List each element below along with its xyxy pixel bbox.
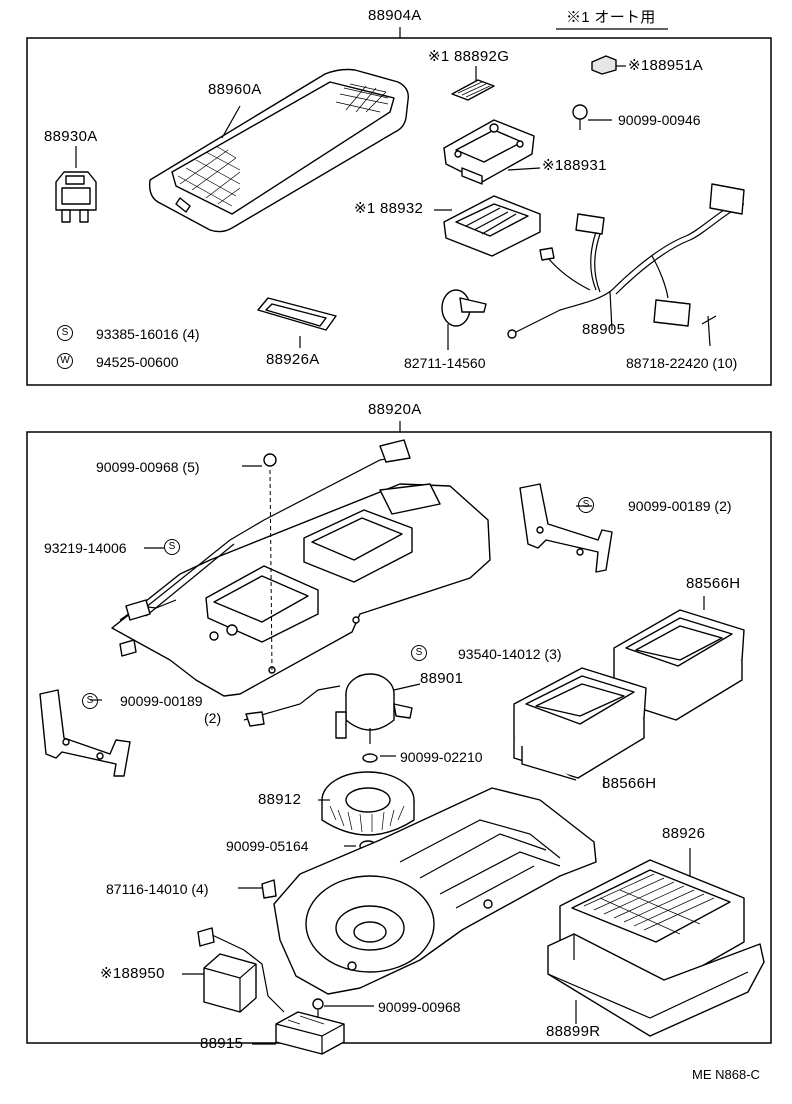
bracket-88931 — [444, 120, 540, 184]
housing-88920A — [112, 440, 490, 696]
switch-88930A — [56, 146, 96, 222]
figure-code: ME N868-C — [692, 1067, 760, 1082]
part-label-88905: 88905 — [582, 321, 626, 338]
part-label-88718-22420: 88718-22420 (10) — [626, 355, 738, 371]
assembly-label-88920A: 88920A — [368, 401, 422, 418]
part-label-88932: ※1 88932 — [354, 200, 424, 217]
part-label-90099-00189-left: 90099-00189 — [120, 693, 203, 709]
part-label-82711-14560: 82711-14560 — [404, 355, 486, 371]
grille-88932 — [434, 196, 540, 256]
screw-90099-00946 — [573, 105, 612, 130]
screw-90099-00968-lower — [313, 999, 374, 1018]
part-label-90099-05164: 90099-05164 — [226, 838, 309, 854]
nut-90099-02210 — [363, 754, 396, 762]
part-label-87116-14010: 87116-14010 (4) — [106, 881, 209, 897]
fan-88912 — [318, 772, 414, 835]
part-label-88901: 88901 — [420, 670, 464, 687]
w-symbol-94525: W — [57, 353, 73, 369]
bracket-right — [520, 484, 612, 572]
block-88915 — [252, 1012, 344, 1054]
part-label-88930A: 88930A — [44, 128, 98, 145]
part-label-88960A: 88960A — [208, 81, 262, 98]
part-label-88899R: 88899R — [546, 1023, 601, 1040]
part-label-88931: ※188931 — [542, 157, 607, 174]
s-symbol-93540: S — [411, 645, 427, 661]
terminal-88718 — [702, 316, 716, 346]
part-label-88566H-lower: 88566H — [602, 775, 657, 792]
motor-88901 — [244, 674, 420, 744]
part-label-88950: ※188950 — [100, 965, 165, 982]
upper-assembly-frame — [27, 38, 771, 385]
part-label-93385-16016: 93385-16016 (4) — [96, 326, 200, 342]
module-88950 — [182, 928, 284, 1012]
part-label-93219-14006: 93219-14006 — [44, 540, 127, 556]
lamp-cover-88960A — [150, 70, 409, 232]
assembly-label-88904A: 88904A — [368, 7, 422, 24]
plate-88892G — [452, 66, 494, 100]
lower-case — [274, 788, 596, 994]
part-label-88566H-upper: 88566H — [686, 575, 741, 592]
vent-88566H-upper — [614, 596, 744, 720]
part-label-94525-00600: 94525-00600 — [96, 354, 179, 370]
part-label-90099-00946: 90099-00946 — [618, 112, 701, 128]
wire-harness-88905 — [508, 184, 744, 338]
part-label-90099-02210: 90099-02210 — [400, 749, 483, 765]
part-label-90099-00189-right: 90099-00189 (2) — [628, 498, 732, 514]
part-label-90099-00968-lower: 90099-00968 — [378, 999, 461, 1015]
screw-90099-00968-top — [242, 454, 276, 466]
part-label-93540-14012: 93540-14012 (3) — [458, 646, 562, 662]
part-label-88912: 88912 — [258, 791, 302, 808]
part-label-88926: 88926 — [662, 825, 706, 842]
s-symbol-90099-00189-left: S — [82, 693, 98, 709]
bracket-left — [40, 690, 130, 776]
vent-88566H-lower — [514, 668, 646, 788]
tray-88899R — [548, 934, 764, 1036]
part-label-88915: 88915 — [200, 1035, 244, 1052]
s-symbol-90099-00189-right: S — [578, 497, 594, 513]
part-label-90099-00968-top: 90099-00968 (5) — [96, 459, 200, 475]
connector-88951A — [592, 56, 626, 74]
s-symbol-93385: S — [57, 325, 73, 341]
clip-82711-14560 — [442, 290, 486, 350]
auto-only-note: ※1 オート用 — [566, 9, 656, 26]
part-label-90099-00189-left-qty: (2) — [204, 710, 222, 726]
part-label-88892G: ※1 88892G — [428, 48, 510, 65]
lower-assembly-frame — [27, 432, 771, 1043]
gasket-88926A — [258, 298, 336, 348]
part-label-88926A: 88926A — [266, 351, 320, 368]
part-label-88951A: ※188951A — [628, 57, 704, 74]
clip-87116-14010 — [238, 880, 276, 898]
s-symbol-93219: S — [164, 539, 180, 555]
